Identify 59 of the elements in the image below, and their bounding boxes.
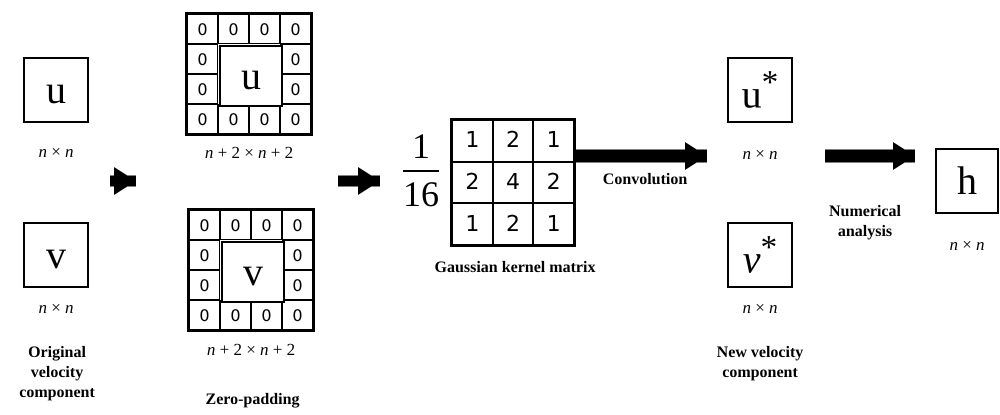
variable-symbol: u$^{*}$: [742, 66, 778, 114]
zero-cell: 0: [218, 14, 249, 44]
caption: Original velocity component: [18, 343, 96, 403]
dimension-text: n × n: [37, 142, 75, 162]
zero-cell: 0: [189, 210, 220, 240]
zero-cell: 0: [187, 104, 218, 134]
matrix-box: [727, 222, 793, 288]
arrow: [825, 142, 915, 170]
arrow: [576, 142, 707, 170]
zero-cell: 0: [280, 14, 311, 44]
zero-cell: 0: [187, 44, 218, 74]
matrix-cell: 4: [492, 162, 534, 204]
dimension-text: n × n: [37, 298, 75, 318]
variable-symbol: v: [243, 252, 263, 292]
zero-cell: 0: [280, 104, 311, 134]
dimension-text: n + 2 × n + 2: [206, 340, 296, 360]
variable-symbol: u: [241, 56, 261, 96]
zero-cell: 0: [282, 300, 313, 330]
fraction-denominator: 16: [403, 170, 439, 212]
zero-cell: 0: [189, 300, 220, 330]
edge-label: Numerical analysis: [828, 202, 902, 242]
zero-cell: 0: [187, 14, 218, 44]
matrix-box: [23, 222, 89, 288]
variable-symbol: v$^{*}$: [742, 230, 778, 280]
padded-matrix: [185, 12, 313, 136]
dimension-text: n + 2 × n + 2: [204, 143, 294, 163]
matrix-box: [23, 57, 89, 123]
variable-symbol: u: [46, 70, 66, 110]
matrix-box: [221, 241, 285, 303]
zero-cell: 0: [282, 210, 313, 240]
matrix-box: [935, 148, 999, 214]
zero-cell: 0: [249, 14, 280, 44]
zero-cell: 0: [189, 270, 220, 300]
matrix-cell: 2: [452, 162, 493, 204]
dimension-text: n × n: [741, 144, 779, 164]
node-label: Gaussian kernel matrix: [434, 258, 596, 278]
matrix-cell: 2: [492, 120, 534, 162]
matrix-box: [219, 45, 283, 107]
variable-symbol: h: [957, 161, 977, 201]
edge-label: Convolution: [602, 170, 688, 190]
matrix-cell: 1: [533, 120, 574, 162]
caption: Zero-padding: [204, 390, 300, 410]
fraction-numerator: 1: [411, 128, 431, 164]
matrix-cell: 1: [452, 120, 493, 162]
caption: New velocity component: [716, 343, 804, 383]
dimension-text: n × n: [741, 298, 779, 318]
matrix-cell: 1: [452, 203, 493, 245]
arrow: [338, 167, 380, 195]
matrix-cell: 2: [533, 162, 574, 204]
zero-cell: 0: [220, 210, 251, 240]
matrix-cell: 2: [492, 203, 534, 245]
matrix-cell: 1: [533, 203, 574, 245]
padded-matrix: [187, 208, 315, 332]
zero-cell: 0: [187, 74, 218, 104]
zero-cell: 0: [189, 240, 220, 270]
zero-cell: 0: [251, 210, 282, 240]
variable-symbol: v: [46, 235, 66, 275]
matrix-box: [727, 57, 793, 123]
dimension-text: n × n: [948, 235, 986, 255]
